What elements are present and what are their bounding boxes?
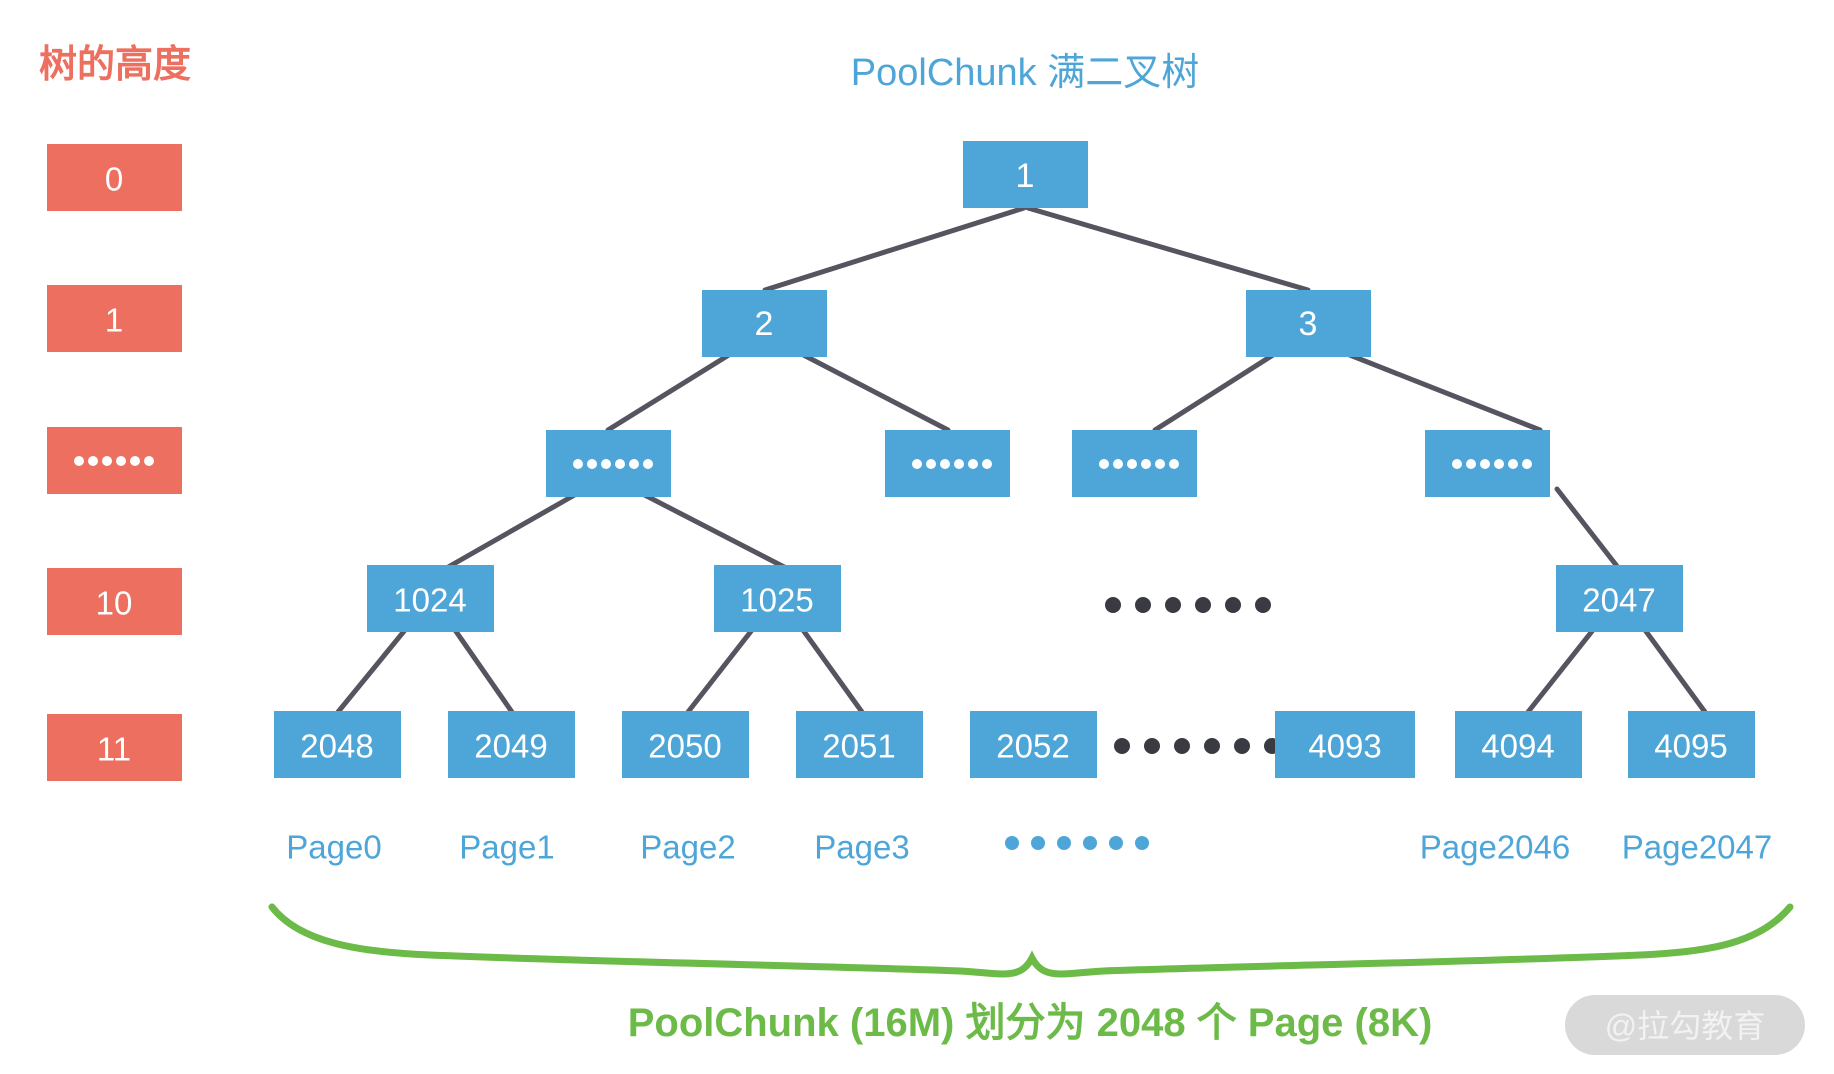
tree-node-4094-box[interactable]: [1455, 711, 1582, 778]
tree-node-1024-label: 1024: [393, 582, 466, 619]
tree-node-3-box[interactable]: [1246, 290, 1371, 357]
tree-node-2047-box[interactable]: [1556, 565, 1683, 632]
tree-node-1025-label: 1025: [740, 582, 813, 619]
page-range-brace: [268, 903, 1794, 978]
tree-node-3[interactable]: 3: [1246, 290, 1371, 357]
tree-node-4093[interactable]: 4093: [1275, 711, 1415, 778]
edge-3-e4: [1329, 345, 1543, 433]
height-chip-10: 10: [47, 568, 182, 635]
height-chip-10-label: 10: [96, 585, 133, 622]
tree-node-2052[interactable]: 2052: [970, 711, 1097, 778]
height-chip-0: 0: [47, 144, 182, 211]
edge-2047-4095: [1642, 627, 1708, 715]
tree-node-2049-box[interactable]: [448, 711, 575, 778]
tree-node-2[interactable]: 2: [702, 290, 827, 357]
tree-node-2051-box[interactable]: [796, 711, 923, 778]
edge-1-3: [1025, 205, 1311, 293]
tree-node-ellipsis-1[interactable]: [546, 430, 671, 497]
tree-node-2052-box[interactable]: [970, 711, 1097, 778]
edge-1024-2048: [335, 627, 408, 715]
tree-node-2047-label: 2047: [1582, 582, 1655, 619]
watermark-label: @拉勾教育: [1605, 1008, 1766, 1044]
tree-node-2-label: 2: [755, 305, 774, 343]
tree-node-4095[interactable]: 4095: [1628, 711, 1755, 778]
tree-node-3-label: 3: [1299, 305, 1318, 343]
tree-edges: [335, 205, 1708, 715]
edge-3-e3: [1152, 345, 1287, 433]
diagram-title: PoolChunk 满二叉树: [851, 52, 1199, 94]
tree-node-ellipsis-3[interactable]: [1072, 430, 1197, 497]
tree-node-4093-box[interactable]: [1275, 711, 1415, 778]
tree-node-4095-box[interactable]: [1628, 711, 1755, 778]
height-chip-1-label: 1: [105, 302, 123, 339]
tree-node-4095-label: 4095: [1654, 728, 1727, 765]
watermark: @拉勾教育: [1565, 995, 1805, 1055]
height-chip-0-label: 0: [105, 161, 123, 198]
edge-2047-4094: [1525, 627, 1596, 715]
page-label-ellipsis-dots-icon: [1005, 836, 1149, 850]
edge-2-e1: [605, 345, 743, 433]
tree-node-2052-label: 2052: [996, 728, 1069, 765]
tree-node-2048-label: 2048: [300, 728, 373, 765]
tree-node-2050-label: 2050: [648, 728, 721, 765]
height-chip-11-label: 11: [97, 731, 131, 768]
edge-1025-2050: [685, 627, 755, 715]
edge-e1-1024: [440, 486, 588, 573]
tree-node-1-label: 1: [1016, 157, 1035, 195]
leaf-ellipsis-dots-icon: [1114, 738, 1280, 754]
tree-node-1[interactable]: 1: [963, 141, 1088, 208]
level10-ellipsis-dots-icon: [1105, 597, 1271, 613]
edge-e4-2047: [1554, 486, 1623, 573]
tree-node-4093-label: 4093: [1308, 728, 1381, 765]
edge-2-e2: [787, 345, 951, 433]
tree-node-ellipsis-4[interactable]: [1425, 430, 1550, 497]
page-label-2047: Page2047: [1622, 829, 1772, 866]
tree-node-1024-box[interactable]: [367, 565, 494, 632]
tree-node-1-box[interactable]: [963, 141, 1088, 208]
tree-node-2048-box[interactable]: [274, 711, 401, 778]
height-chip-11-box: [47, 714, 182, 781]
height-chip-ellipsis-box: [47, 427, 182, 494]
tree-node-2051-label: 2051: [822, 728, 895, 765]
page-label-0: Page0: [286, 829, 381, 866]
edge-e1-1025: [630, 486, 793, 573]
height-chip-ellipsis: [47, 427, 182, 494]
tree-node-2050[interactable]: 2050: [622, 711, 749, 778]
node-ellipsis-dots-icon: [1452, 459, 1532, 469]
tree-node-4094[interactable]: 4094: [1455, 711, 1582, 778]
height-chip-0-box: [47, 144, 182, 211]
diagram-caption: PoolChunk (16M) 划分为 2048 个 Page (8K): [628, 1001, 1433, 1045]
tree-node-2048[interactable]: 2048: [274, 711, 401, 778]
page-label-3: Page3: [814, 829, 909, 866]
tree-node-ellipsis-2[interactable]: [885, 430, 1010, 497]
tree-node-4094-label: 4094: [1481, 728, 1554, 765]
height-chip-10-box: [47, 568, 182, 635]
tree-node-2049[interactable]: 2049: [448, 711, 575, 778]
edge-1025-2051: [800, 627, 865, 715]
page-label-2046: Page2046: [1420, 829, 1570, 866]
height-chip-1: 1: [47, 285, 182, 352]
height-column-title: 树的高度: [39, 44, 191, 86]
watermark-pill: [1565, 995, 1805, 1055]
node-ellipsis-dots-icon: [573, 459, 653, 469]
height-ellipsis-dots-icon: [74, 456, 154, 466]
tree-node-2-box[interactable]: [702, 290, 827, 357]
tree-node-1025-box[interactable]: [714, 565, 841, 632]
height-chip-11: 11: [47, 714, 182, 781]
edge-1-2: [762, 205, 1027, 293]
tree-node-2051[interactable]: 2051: [796, 711, 923, 778]
node-ellipsis-dots-icon: [912, 459, 992, 469]
tree-node-1025[interactable]: 1025: [714, 565, 841, 632]
node-ellipsis-dots-icon: [1099, 459, 1179, 469]
page-label-1: Page1: [459, 829, 554, 866]
tree-node-2049-label: 2049: [474, 728, 547, 765]
height-chip-1-box: [47, 285, 182, 352]
page-label-2: Page2: [640, 829, 735, 866]
edge-1024-2049: [452, 627, 515, 715]
tree-node-2050-box[interactable]: [622, 711, 749, 778]
tree-node-2047[interactable]: 2047: [1556, 565, 1683, 632]
tree-node-1024[interactable]: 1024: [367, 565, 494, 632]
